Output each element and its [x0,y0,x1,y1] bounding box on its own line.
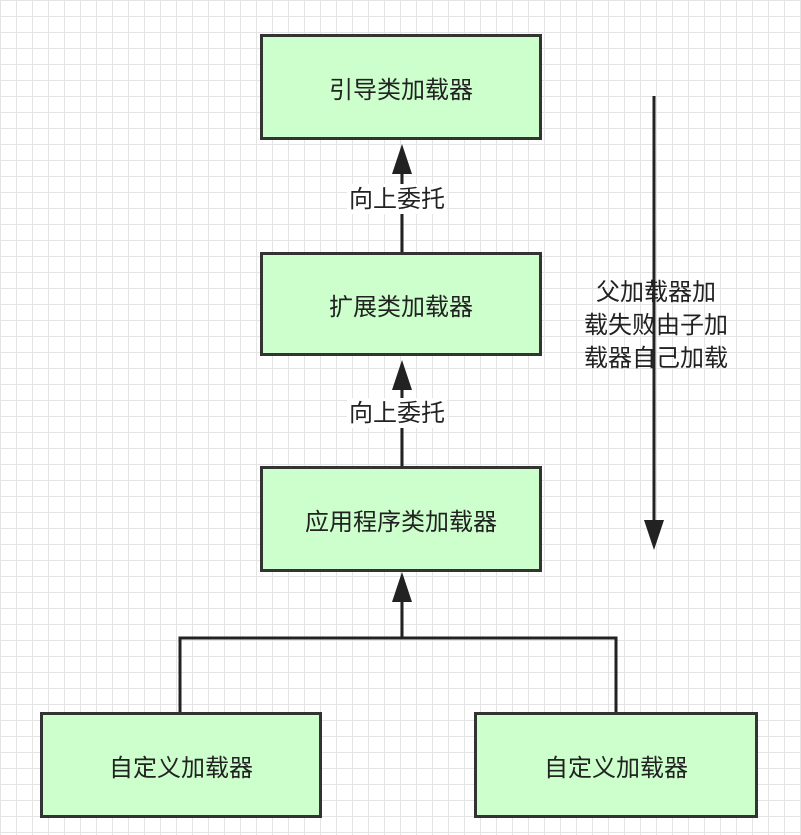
extension-loader-label: 扩展类加载器 [329,292,473,321]
note-line-3: 载器自己加载 [584,344,728,372]
custom-loader-right-box: 自定义加载器 [474,712,758,818]
arrowhead-boot [392,144,412,174]
note-line-1: 父加载器加 [596,278,716,306]
application-loader-box: 应用程序类加载器 [260,466,542,572]
bootstrap-loader-box: 引导类加载器 [260,34,542,140]
note-line-2: 载失败由子加 [584,311,728,339]
arrowhead-ext [392,360,412,390]
bootstrap-loader-label: 引导类加载器 [329,75,473,104]
custom-loader-right-label: 自定义加载器 [544,753,688,782]
arrowhead-app [392,572,412,602]
custom-loader-left-label: 自定义加载器 [109,753,253,782]
custom-loader-left-box: 自定义加载器 [40,712,322,818]
failure-arrowhead [644,520,664,550]
app-to-ext-label: 向上委托 [347,398,447,428]
ext-to-boot-label: 向上委托 [347,184,447,214]
delegation-failure-note: 父加载器加 载失败由子加 载器自己加载 [571,276,741,375]
application-loader-label: 应用程序类加载器 [305,507,497,536]
edge-custom-right [402,636,618,712]
extension-loader-box: 扩展类加载器 [260,252,542,356]
edge-custom-left [178,636,402,712]
